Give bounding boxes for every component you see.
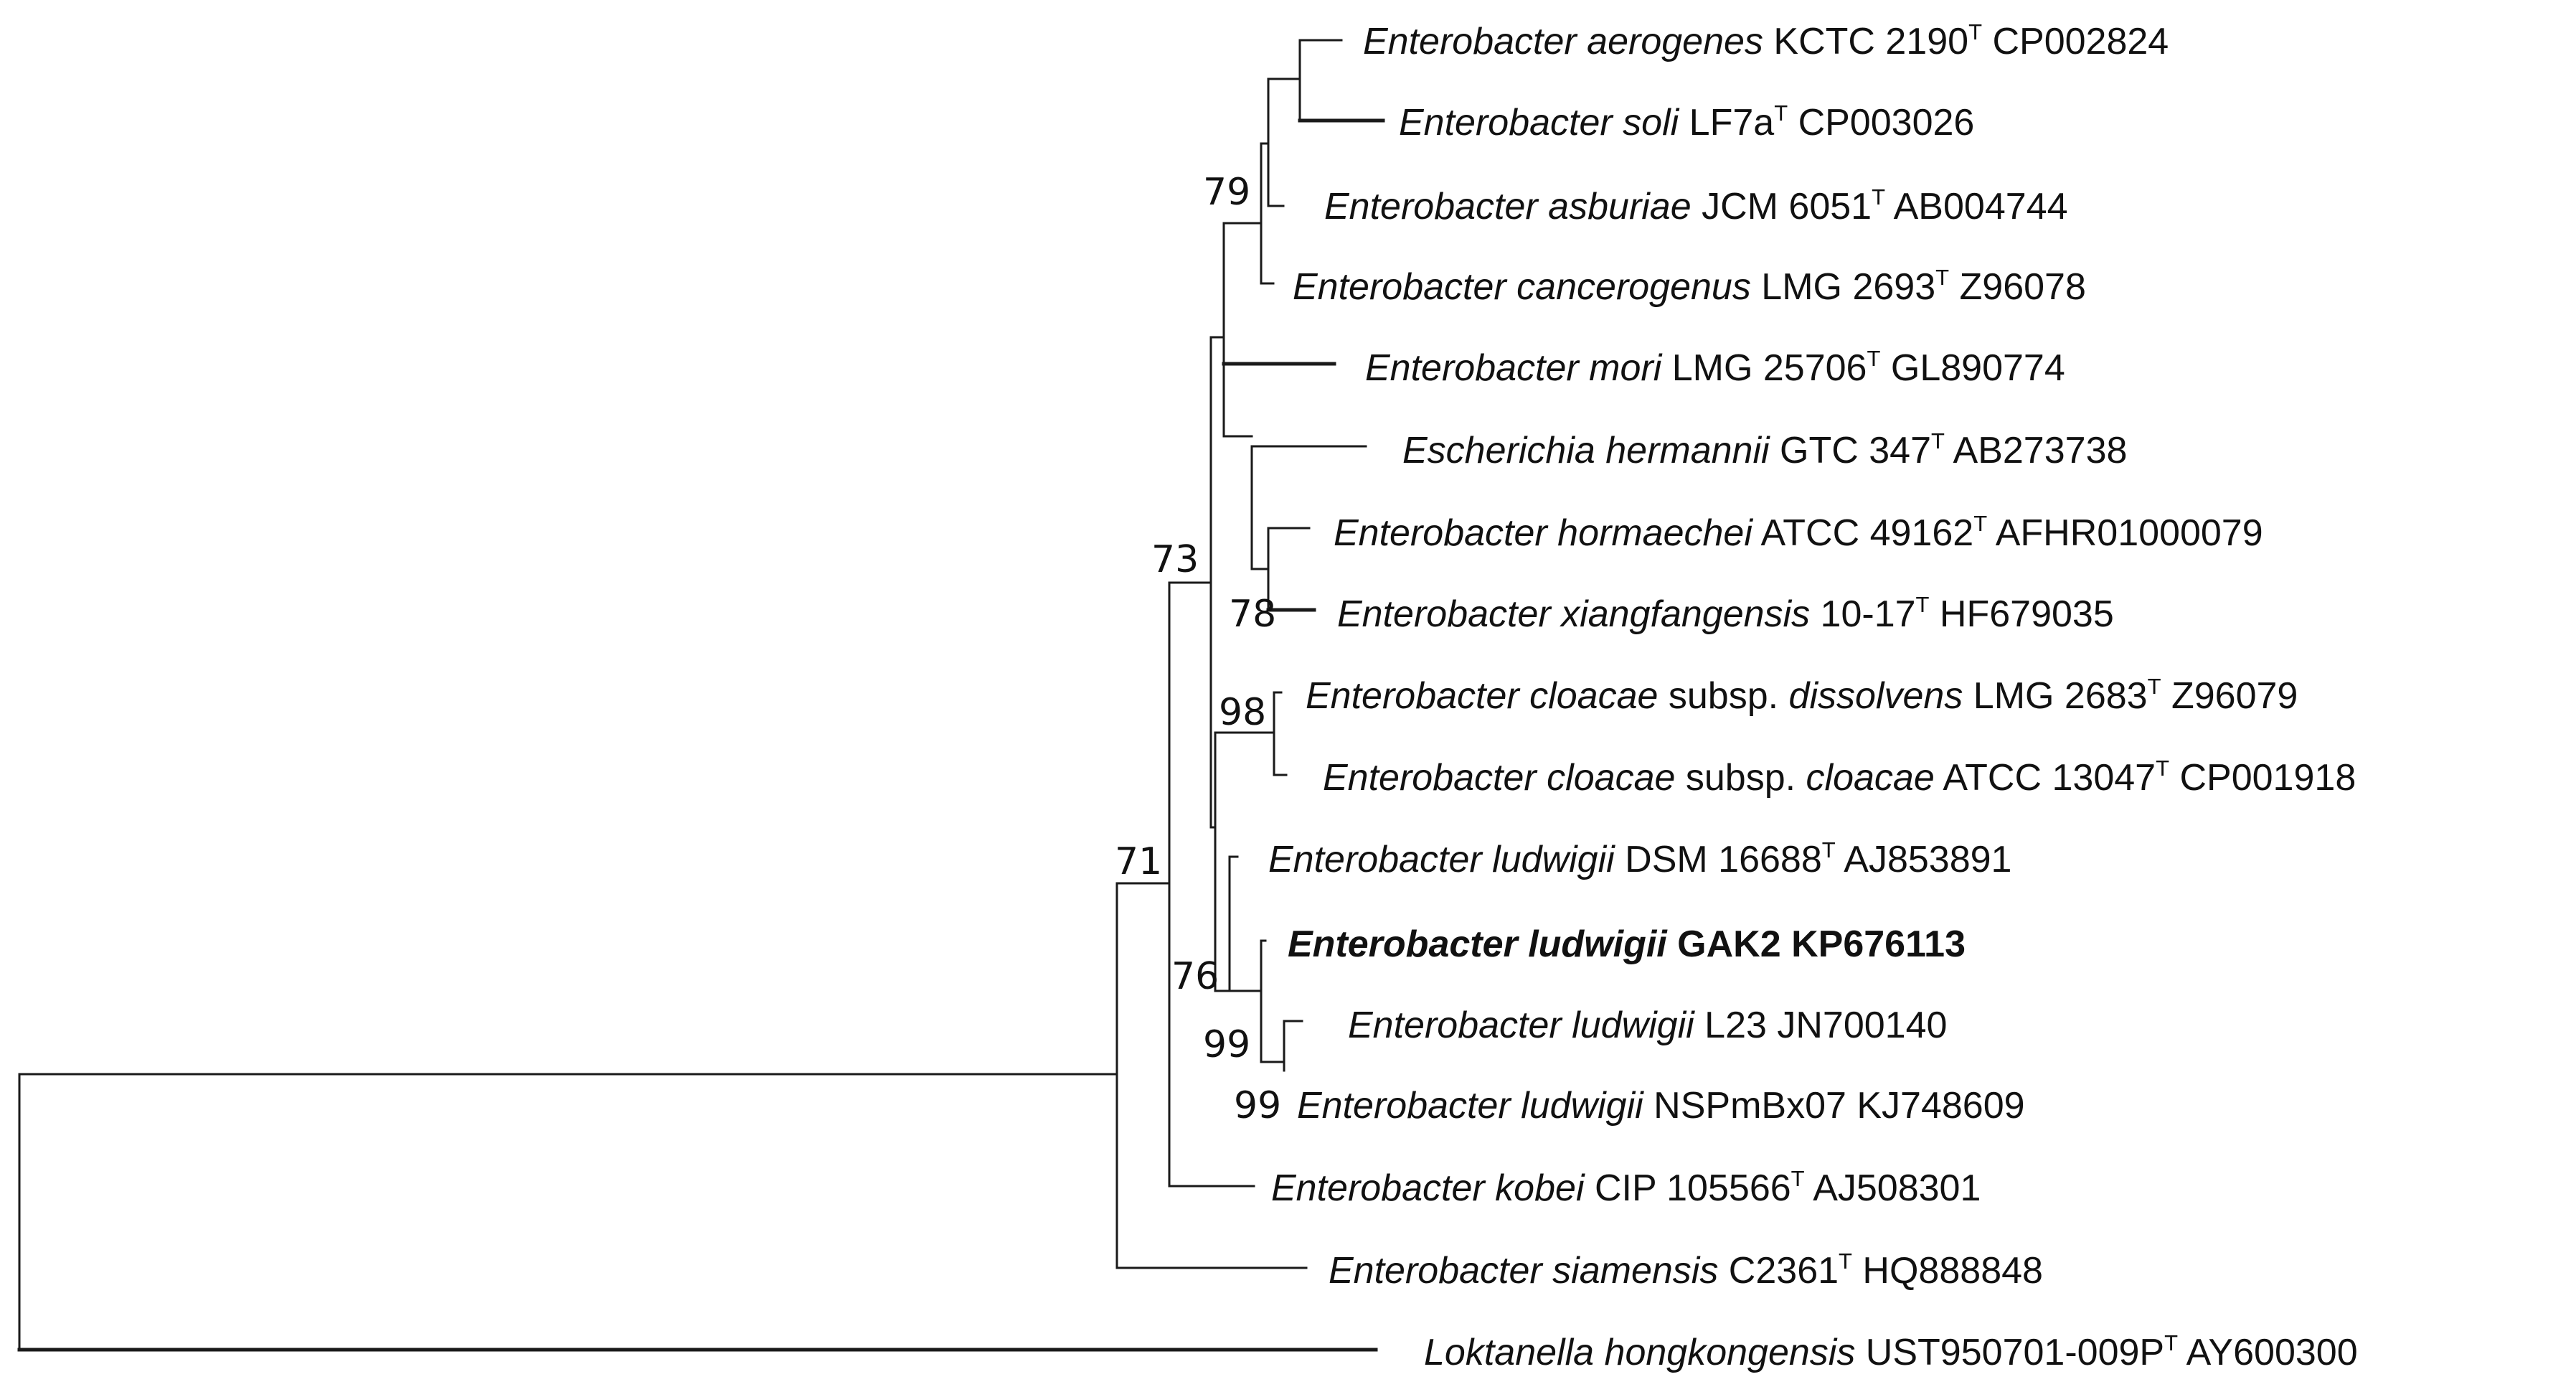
taxon-label-part: L23 JN700140: [1694, 1005, 1948, 1046]
taxon-label-kobei: Enterobacter kobei CIP 105566T AJ508301: [1271, 1166, 1981, 1209]
taxon-label-part: Enterobacter ludwigii: [1268, 839, 1615, 880]
taxon-label-loktanella: Loktanella hongkongensis UST950701-009PT…: [1424, 1330, 2358, 1373]
taxon-label-part: Enterobacter siamensis: [1329, 1250, 1718, 1292]
taxon-label-part: Enterobacter cancerogenus: [1293, 266, 1751, 308]
bootstrap-value: 99: [1203, 1023, 1250, 1066]
taxon-label-part: GAK2 KP676113: [1667, 923, 1966, 965]
taxon-label-part: Enterobacter xiangfangensis: [1337, 593, 1810, 635]
bootstrap-value: 76: [1171, 955, 1219, 998]
type-strain-superscript: T: [1822, 837, 1836, 862]
taxon-label-part: Enterobacter asburiae: [1324, 186, 1692, 227]
taxon-label-part: ATCC 49162: [1752, 512, 1973, 554]
taxon-labels: Enterobacter aerogenes KCTC 2190T CP0028…: [1268, 19, 2358, 1373]
taxon-label-part: GTC 347: [1770, 430, 1931, 471]
taxon-label-aerogenes: Enterobacter aerogenes KCTC 2190T CP0028…: [1363, 19, 2169, 62]
type-strain-superscript: T: [1839, 1249, 1852, 1274]
taxon-label-part: Enterobacter kobei: [1271, 1167, 1585, 1209]
taxon-label-cancerogenus: Enterobacter cancerogenus LMG 2693T Z960…: [1293, 265, 2086, 308]
type-strain-superscript: T: [1968, 19, 1982, 44]
taxon-label-part: Enterobacter cloacae: [1306, 675, 1658, 717]
taxon-label-part: C2361: [1718, 1250, 1839, 1292]
bootstrap-value: 78: [1229, 593, 1276, 636]
taxon-label-part: NSPmBx07 KJ748609: [1643, 1085, 2025, 1127]
taxon-label-part: CP002824: [1982, 21, 2169, 62]
type-strain-superscript: T: [1973, 511, 1987, 536]
bootstrap-value: 71: [1115, 840, 1162, 883]
type-strain-superscript: T: [1867, 346, 1880, 371]
taxon-label-mori: Enterobacter mori LMG 25706T GL890774: [1365, 346, 2065, 389]
taxon-label-dissolvens: Enterobacter cloacae subsp. dissolvens L…: [1306, 674, 2298, 717]
taxon-label-part: Enterobacter ludwigii: [1348, 1005, 1695, 1046]
taxon-label-part: LMG 2693: [1751, 266, 1935, 308]
taxon-label-part: AB273738: [1945, 430, 2127, 471]
taxon-label-part: Loktanella hongkongensis: [1424, 1332, 1855, 1373]
bootstrap-value: 99: [1234, 1084, 1281, 1127]
taxon-label-xiangfangensis: Enterobacter xiangfangensis 10-17T HF679…: [1337, 592, 2114, 635]
taxon-label-ludwigii-l23: Enterobacter ludwigii L23 JN700140: [1348, 1005, 1947, 1046]
type-strain-superscript: T: [1872, 184, 1885, 210]
taxon-label-part: subsp.: [1675, 757, 1806, 799]
bootstrap-value: 73: [1151, 538, 1199, 581]
taxon-label-part: CP001918: [2169, 757, 2356, 799]
taxon-label-part: Enterobacter soli: [1399, 102, 1680, 144]
type-strain-superscript: T: [1935, 265, 1949, 290]
taxon-label-part: Z96078: [1949, 266, 2086, 308]
bootstrap-values: 79 73 78 98 71 76 99 99: [1115, 171, 1281, 1127]
taxon-label-part: 10-17: [1810, 593, 1915, 635]
taxon-label-part: AJ853891: [1836, 839, 2012, 880]
type-strain-superscript: T: [2148, 674, 2161, 699]
taxon-label-part: AY600300: [2178, 1332, 2358, 1373]
type-strain-superscript: T: [1791, 1166, 1805, 1191]
taxon-label-part: LF7a: [1679, 102, 1774, 144]
taxon-label-part: Enterobacter aerogenes: [1363, 21, 1763, 62]
taxon-label-ludwigii-dsm: Enterobacter ludwigii DSM 16688T AJ85389…: [1268, 837, 2011, 880]
taxon-label-part: KCTC 2190: [1763, 21, 1968, 62]
tree-branches: [17, 39, 1385, 1352]
taxon-label-part: LMG 2683: [1963, 675, 2147, 717]
taxon-label-part: Enterobacter ludwigii: [1297, 1085, 1644, 1127]
taxon-label-part: Enterobacter mori: [1365, 347, 1663, 389]
taxon-label-ludwigii-nsp: Enterobacter ludwigii NSPmBx07 KJ748609: [1297, 1085, 2025, 1127]
taxon-label-part: ATCC 13047: [1935, 757, 2156, 799]
taxon-label-part: Enterobacter ludwigii: [1288, 923, 1668, 965]
type-strain-superscript: T: [1916, 592, 1930, 617]
type-strain-superscript: T: [2164, 1330, 2178, 1355]
taxon-label-part: Escherichia hermannii: [1402, 430, 1770, 471]
taxon-label-part: LMG 25706: [1661, 347, 1867, 389]
taxon-label-part: JCM 6051: [1692, 186, 1872, 227]
taxon-label-part: CP003026: [1788, 102, 1974, 144]
taxon-label-part: subsp.: [1658, 675, 1788, 717]
type-strain-superscript: T: [2156, 756, 2169, 781]
taxon-label-hermannii: Escherichia hermannii GTC 347T AB273738: [1402, 428, 2127, 471]
taxon-label-part: dissolvens: [1789, 675, 1963, 717]
taxon-label-part: GL890774: [1880, 347, 2065, 389]
taxon-label-part: AB004744: [1885, 186, 2067, 227]
taxon-label-cloacae: Enterobacter cloacae subsp. cloacae ATCC…: [1323, 756, 2356, 799]
taxon-label-part: Enterobacter cloacae: [1323, 757, 1675, 799]
taxon-label-part: AFHR01000079: [1987, 512, 2263, 554]
type-strain-superscript: T: [1931, 428, 1945, 453]
taxon-label-part: cloacae: [1806, 757, 1935, 799]
taxon-label-part: Enterobacter hormaechei: [1334, 512, 1753, 554]
taxon-label-part: HF679035: [1929, 593, 2113, 635]
bootstrap-value: 98: [1219, 691, 1266, 734]
type-strain-superscript: T: [1774, 100, 1788, 126]
bootstrap-value: 79: [1203, 171, 1250, 214]
taxon-label-part: UST950701-009P: [1855, 1332, 2164, 1373]
taxon-label-part: DSM 16688: [1615, 839, 1822, 880]
taxon-label-hormaechei: Enterobacter hormaechei ATCC 49162T AFHR…: [1334, 511, 2263, 554]
taxon-label-ludwigii-gak2: Enterobacter ludwigii GAK2 KP676113: [1288, 923, 1966, 965]
taxon-label-siamensis: Enterobacter siamensis C2361T HQ888848: [1329, 1249, 2043, 1292]
taxon-label-part: Z96079: [2161, 675, 2298, 717]
taxon-label-part: AJ508301: [1805, 1167, 1981, 1209]
taxon-label-part: HQ888848: [1852, 1250, 2043, 1292]
taxon-label-soli: Enterobacter soli LF7aT CP003026: [1399, 100, 1974, 144]
taxon-label-asburiae: Enterobacter asburiae JCM 6051T AB004744: [1324, 184, 2068, 227]
taxon-label-part: CIP 105566: [1585, 1167, 1791, 1209]
